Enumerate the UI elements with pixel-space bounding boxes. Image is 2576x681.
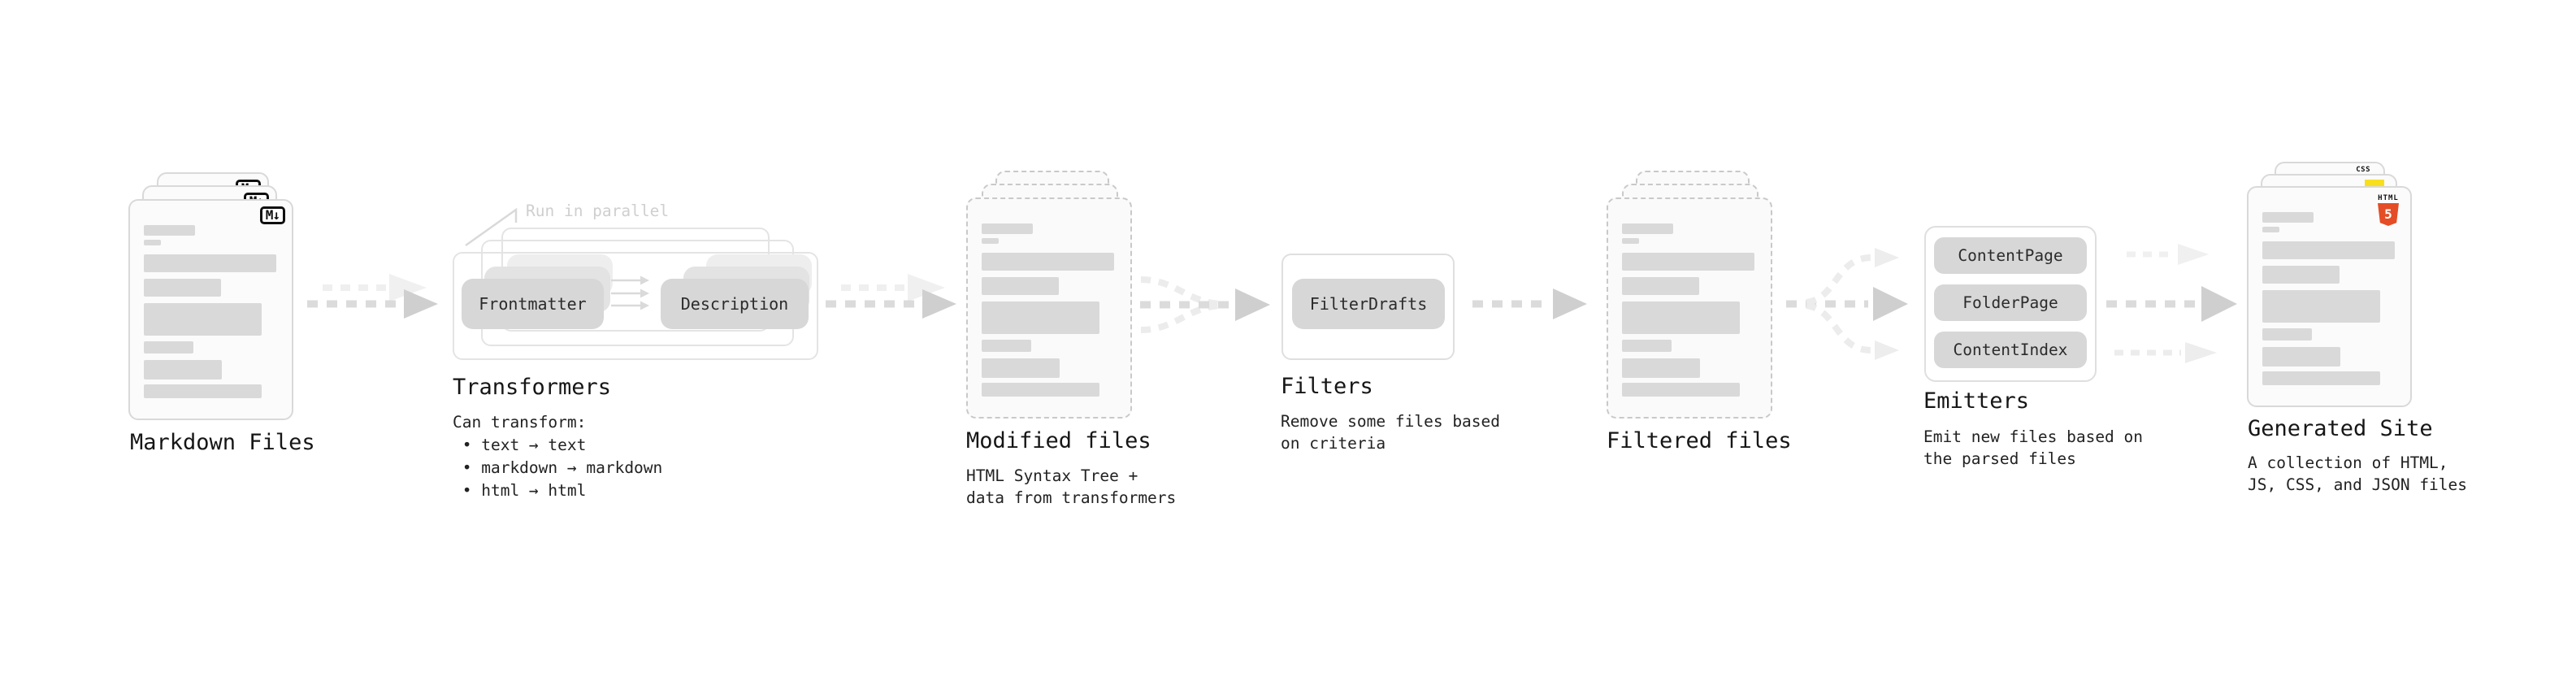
skeleton-bar [1622,358,1700,378]
transformers-desc-line: • text → text [453,436,587,454]
flow-arrow-markdown-to-transformers-icon [307,274,438,319]
skeleton-bar [982,238,999,244]
markdown-icon: M↓ [259,206,285,224]
flow-arrow-modified-to-filters-icon [1140,276,1270,333]
skeleton-bar [2262,266,2340,284]
transformers-desc-line: • html → html [453,481,587,500]
skeleton-bar [144,303,262,336]
run-in-parallel-connector [465,207,518,247]
filtered-file-card-front [1607,197,1772,419]
html5-icon: HTML 5 [2374,194,2402,226]
skeleton-bar [982,383,1099,397]
emitters-desc-line: the parsed files [1923,449,2076,468]
modified-files-desc-line: data from transformers [966,488,1177,507]
skeleton-bar [144,254,276,272]
modified-file-card-front [966,197,1132,419]
emitters-label: Emitters [1923,388,2030,414]
filtered-files-label: Filtered files [1607,428,1792,453]
flow-arrow-filtered-to-emitters-icon [1786,248,1908,360]
emitter-pill-contentpage: ContentPage [1934,237,2087,274]
skeleton-bar [982,277,1059,295]
skeleton-bar [144,240,161,245]
transformer-pill-frontmatter: Frontmatter [462,279,604,329]
skeleton-bar [1622,340,1672,352]
skeleton-bar [144,225,195,236]
skeleton-bar [2262,290,2380,323]
emitter-pill-contentindex: ContentIndex [1934,332,2087,368]
transformers-desc-line: • markdown → markdown [453,458,663,477]
skeleton-bar [144,360,222,380]
skeleton-bar [2262,212,2314,223]
emitter-pill-folderpage: FolderPage [1934,284,2087,321]
skeleton-bar [2262,347,2340,367]
skeleton-bar [982,253,1114,271]
site-file-card-front: HTML 5 [2247,186,2412,407]
skeleton-bar [2262,227,2279,232]
filters-desc-line: Remove some files based [1281,412,1501,431]
skeleton-bar [1622,223,1673,234]
markdown-file-card-front: M↓ [128,199,293,420]
skeleton-bar [1622,238,1639,244]
html5-icon-title: HTML [2378,194,2399,202]
transformer-group-front [453,252,818,360]
flow-arrow-transformers-to-modified-icon [826,274,956,319]
transformers-desc-line: Can transform: [453,413,587,432]
skeleton-bar [982,223,1033,234]
skeleton-bar [144,279,221,297]
generated-site-label: Generated Site [2248,416,2433,441]
generated-site-desc-line: JS, CSS, and JSON files [2248,475,2468,494]
js-icon [2365,180,2384,189]
skeleton-bar [2262,371,2380,385]
filter-pill-filterdrafts: FilterDrafts [1292,279,1445,329]
generated-site-desc-line: A collection of HTML, [2248,453,2448,472]
markdown-files-label: Markdown Files [130,430,315,455]
run-in-parallel-annotation: Run in parallel [526,202,670,220]
parallel-arrows-icon [611,275,649,310]
modified-files-desc-line: HTML Syntax Tree + [966,466,1138,485]
skeleton-bar [2262,328,2312,340]
filters-label: Filters [1281,374,1373,399]
transformer-pill-description: Description [661,279,809,329]
modified-files-label: Modified files [966,428,1151,453]
flow-arrow-emitters-to-site-icon [2106,244,2237,363]
skeleton-bar [1622,253,1754,271]
skeleton-bar [1622,301,1740,334]
flow-arrow-filters-to-filtered-icon [1472,288,1587,319]
skeleton-bar [144,384,262,398]
skeleton-bar [982,301,1099,334]
skeleton-bar [1622,277,1699,295]
skeleton-bar [1622,383,1740,397]
html5-icon-shield: 5 [2378,203,2399,226]
emitters-desc-line: Emit new files based on [1923,427,2144,446]
transformers-label: Transformers [453,375,612,400]
skeleton-bar [144,341,193,354]
skeleton-bar [982,340,1031,352]
skeleton-bar [982,358,1060,378]
filters-desc-line: on criteria [1281,434,1386,453]
skeleton-bar [2262,241,2395,259]
